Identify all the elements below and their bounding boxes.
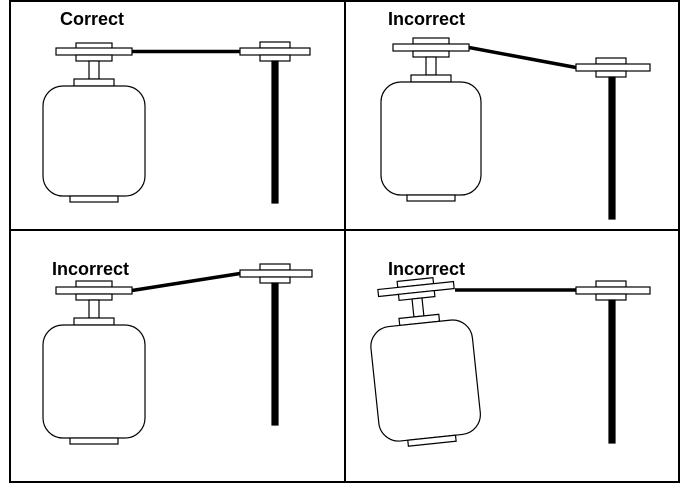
driven-unit — [239, 263, 313, 426]
driven-sheave — [575, 286, 651, 295]
motor-end-cap — [407, 434, 457, 447]
motor — [42, 280, 146, 445]
motor-end-cap — [73, 78, 115, 87]
motor-shaft — [88, 299, 100, 319]
driven-sheave-hub — [259, 276, 291, 284]
motor-end-cap — [69, 437, 119, 445]
grid-frame — [9, 0, 680, 483]
panel-title: Incorrect — [388, 259, 465, 279]
motor-body — [370, 319, 481, 442]
driven-shaft — [608, 76, 616, 220]
driven-sheave — [239, 269, 313, 278]
driven-unit — [575, 57, 651, 220]
motor-sheave — [55, 47, 133, 56]
driven-sheave-hub — [595, 70, 627, 78]
driven-sheave — [575, 63, 651, 72]
motor-shaft — [411, 297, 425, 318]
panel-incorrect-tilted: Incorrect — [370, 259, 651, 447]
driven-sheave-hub — [595, 280, 627, 288]
motor-shaft — [88, 60, 100, 80]
panel-correct: Correct — [42, 9, 311, 204]
motor — [380, 37, 482, 202]
drive-belt — [131, 271, 241, 293]
motor-shaft — [425, 56, 437, 76]
motor-end-cap — [69, 195, 119, 203]
panel-title: Incorrect — [388, 9, 465, 29]
driven-sheave — [239, 47, 311, 56]
driven-sheave-hub — [259, 263, 291, 271]
motor-sheave — [55, 286, 133, 295]
motor-body — [42, 324, 146, 439]
drive-belt — [468, 45, 577, 70]
driven-sheave-hub — [595, 57, 627, 65]
motor — [42, 42, 146, 203]
motor-sheave-hub — [412, 50, 450, 58]
motor-sheave-hub — [75, 293, 113, 301]
driven-shaft — [608, 299, 616, 444]
panel-title: Incorrect — [52, 259, 129, 279]
motor-body — [42, 85, 146, 197]
driven-unit — [239, 41, 311, 204]
driven-sheave-hub — [259, 54, 291, 62]
motor-body — [380, 81, 482, 196]
panel-title: Correct — [60, 9, 124, 29]
driven-sheave-hub — [595, 293, 627, 301]
motor-sheave — [392, 43, 470, 52]
driven-sheave-hub — [259, 41, 291, 49]
driven-shaft — [271, 282, 279, 426]
motor-end-cap — [410, 74, 452, 83]
motor-end-cap — [406, 194, 456, 202]
motor-sheave-hub — [412, 37, 450, 45]
motor-sheave-hub — [75, 54, 113, 62]
driven-unit — [575, 280, 651, 444]
panel-incorrect-offset-up: Incorrect — [42, 259, 313, 445]
motor-tilted — [370, 277, 481, 447]
panel-incorrect-offset-down: Incorrect — [380, 9, 651, 220]
motor-end-cap — [73, 317, 115, 326]
motor-sheave-hub — [75, 280, 113, 288]
driven-shaft — [271, 60, 279, 204]
